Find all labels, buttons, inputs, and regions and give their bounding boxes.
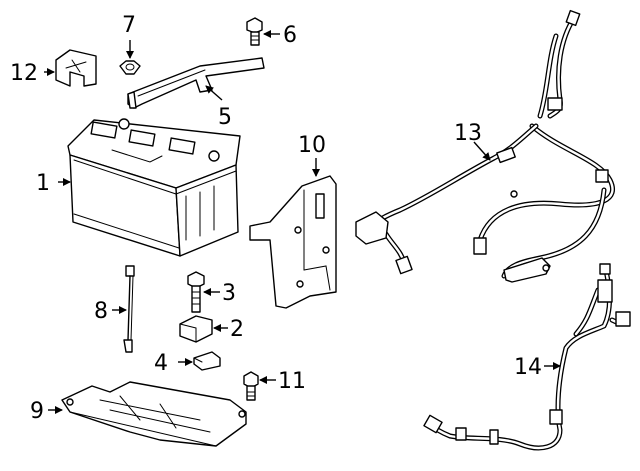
clip-12[interactable] — [55, 49, 97, 87]
callout-13: 13 — [454, 121, 482, 146]
block-2[interactable] — [179, 315, 213, 343]
callout-7: 7 — [122, 13, 136, 38]
callout-11: 11 — [278, 369, 306, 394]
leader-13 — [473, 141, 491, 161]
leader-5 — [205, 85, 223, 101]
hold-down-bracket[interactable] — [127, 57, 265, 109]
callout-2: 2 — [230, 317, 244, 342]
nut-7[interactable] — [119, 60, 141, 75]
callout-9: 9 — [30, 399, 44, 424]
pad-4[interactable] — [193, 351, 221, 371]
bolt-6[interactable] — [246, 17, 263, 46]
callout-6: 6 — [283, 23, 297, 48]
bolt-11[interactable] — [243, 371, 259, 401]
callout-14: 14 — [514, 355, 542, 380]
battery[interactable] — [67, 118, 241, 257]
callout-10: 10 — [298, 133, 326, 158]
callout-12: 12 — [10, 61, 38, 86]
mounting-bracket[interactable] — [249, 175, 337, 309]
battery-cable[interactable] — [423, 263, 631, 451]
bolt-3[interactable] — [187, 271, 205, 313]
callout-5: 5 — [218, 105, 232, 130]
callout-4: 4 — [154, 351, 168, 376]
callout-1: 1 — [36, 171, 50, 196]
callout-3: 3 — [222, 281, 236, 306]
battery-tray[interactable] — [61, 381, 247, 447]
callout-8: 8 — [94, 299, 108, 324]
rod-8[interactable] — [123, 265, 135, 353]
wiring-harness[interactable] — [355, 9, 615, 283]
